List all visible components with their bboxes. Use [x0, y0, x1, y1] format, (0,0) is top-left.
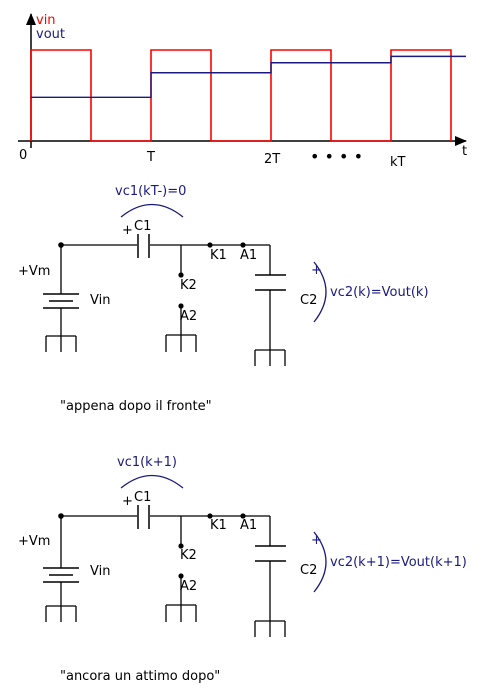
vin-label: Vin [90, 564, 110, 579]
c1-plus-sign: + [122, 494, 133, 509]
vin-label: Vin [90, 293, 110, 308]
tick-label-T: T [146, 150, 155, 165]
c2-plus-sign: + [311, 263, 322, 278]
switch-contact-k1 [207, 242, 213, 248]
ground-symbol [165, 334, 197, 352]
circuit-1: vc1(kT-)=0 + C1 +Vm Vin K2 A2 [18, 184, 429, 414]
ground-symbol [165, 604, 197, 622]
vc1-voltage-arc [120, 204, 184, 218]
k2-label: K2 [180, 278, 197, 293]
ground-symbol [254, 349, 286, 366]
capacitor-c2 [255, 274, 286, 291]
tick-label-kT: kT [390, 155, 406, 170]
a2-label: A2 [180, 579, 197, 594]
ground-symbol [45, 335, 77, 352]
c1-label: C1 [134, 219, 151, 234]
capacitor-c1 [137, 505, 150, 529]
k1-label: K1 [210, 518, 227, 533]
battery-vin [43, 567, 79, 583]
vout-staircase [31, 55, 466, 99]
caption-1: "appena dopo il fronte" [60, 399, 212, 414]
vm-label: +Vm [18, 264, 50, 279]
vc2-label: vc2(k)=Vout(k) [330, 285, 429, 300]
c2-label: C2 [300, 293, 317, 308]
c1-plus-sign: + [122, 223, 133, 238]
switch-contact-k2 [178, 272, 184, 278]
vc2-voltage-arc [313, 531, 327, 593]
c2-label: C2 [300, 563, 317, 578]
c1-label: C1 [134, 490, 151, 505]
c2-plus-sign: + [311, 533, 322, 548]
a1-label: A1 [240, 248, 257, 263]
caption-2: "ancora un attimo dopo" [60, 669, 220, 684]
vc1-label: vc1(k+1) [117, 455, 177, 470]
legend-vout: vout [36, 27, 65, 42]
vm-label: +Vm [18, 534, 50, 549]
vc2-label: vc2(k+1)=Vout(k+1) [330, 555, 467, 570]
circuit-2: vc1(k+1) + C1 +Vm Vin K2 A2 [18, 455, 467, 684]
battery-vin [43, 293, 79, 309]
tick-label-zero: 0 [19, 148, 27, 163]
switch-contact-a1 [240, 513, 246, 519]
switch-contact-a1 [240, 242, 246, 248]
vc1-voltage-arc [120, 475, 184, 489]
ground-symbol [254, 620, 286, 637]
tick-label-2T: 2T [264, 152, 280, 167]
tick-label-dots: • • • • [310, 147, 363, 166]
switch-contact-k1 [207, 513, 213, 519]
waveform-plot: vin vout 0 T 2T • • • • kT t [18, 13, 467, 170]
vc1-label: vc1(kT-)=0 [115, 184, 186, 199]
k1-label: K1 [210, 248, 227, 263]
capacitor-c1 [137, 234, 150, 258]
legend-vin: vin [36, 13, 56, 28]
a2-label: A2 [180, 309, 197, 324]
switch-contact-k2 [178, 543, 184, 549]
k2-label: K2 [180, 548, 197, 563]
ground-symbol [45, 605, 77, 622]
axis-label-t: t [462, 144, 467, 159]
a1-label: A1 [240, 518, 257, 533]
vc2-voltage-arc [313, 261, 327, 323]
capacitor-c2 [255, 545, 286, 562]
vin-square-wave [30, 49, 452, 142]
